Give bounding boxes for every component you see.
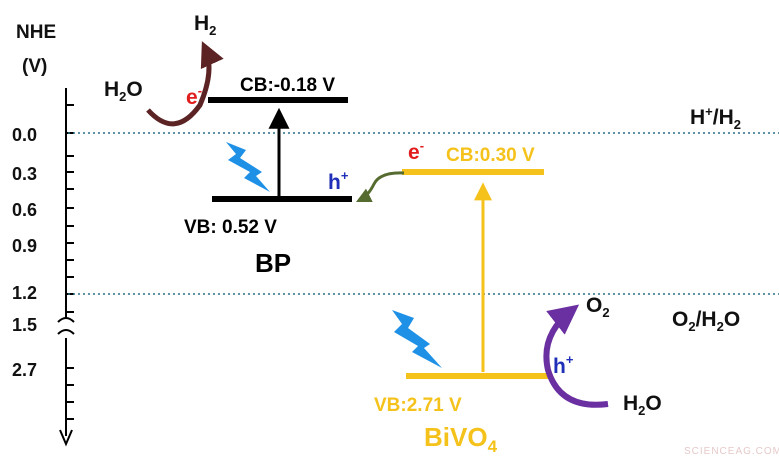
nhe-axis <box>57 88 75 447</box>
bp-name: BP <box>255 248 291 278</box>
tick-label: 0.6 <box>12 200 37 220</box>
tick-label: 1.5 <box>12 315 37 335</box>
bivo4-hole-label: h+ <box>553 352 574 378</box>
tick-label: 0.3 <box>12 164 37 184</box>
tick-label: 1.2 <box>12 283 37 303</box>
transfer-hole-label: h+ <box>328 168 349 194</box>
bivo4-cb-label: CB:0.30 V <box>446 145 535 166</box>
bp-product-hydrogen: H2 <box>194 12 216 38</box>
tick-label: 0.0 <box>12 125 37 145</box>
ref-label-h-h2: H+/H2 <box>690 104 741 132</box>
bivo4-product-oxygen: O2 <box>586 294 610 320</box>
axis-label-nhe: NHE <box>16 22 56 43</box>
bivo4-vb-label: VB:2.71 V <box>374 395 462 416</box>
bivo4-reactant-water: H2O <box>623 392 662 418</box>
tick-label: 0.9 <box>12 236 37 256</box>
h2o-to-o2-arrow <box>543 304 609 408</box>
axis-break <box>57 317 75 335</box>
ref-label-o2-h2o: O2/H2O <box>672 308 740 334</box>
bp-cb-label: CB:-0.18 V <box>240 75 335 96</box>
h2o-to-h2-arrow <box>146 41 224 127</box>
axis-arrowhead <box>59 429 73 447</box>
watermark: SCIENCEAG.COM <box>684 446 779 457</box>
bp-reactant-water: H2O <box>104 78 143 104</box>
bp-vb-label: VB: 0.52 V <box>184 217 277 238</box>
bp-electron-label: e- <box>186 83 202 109</box>
hole-transfer-arrow <box>355 171 405 203</box>
bivo4-name: BiVO4 <box>424 422 498 456</box>
tick-label: 2.7 <box>12 360 37 380</box>
lightning-icon <box>392 310 442 368</box>
lightning-icon <box>226 142 270 192</box>
bivo4-electron-label: e- <box>408 138 424 164</box>
axis-label-unit: (V) <box>22 56 47 77</box>
